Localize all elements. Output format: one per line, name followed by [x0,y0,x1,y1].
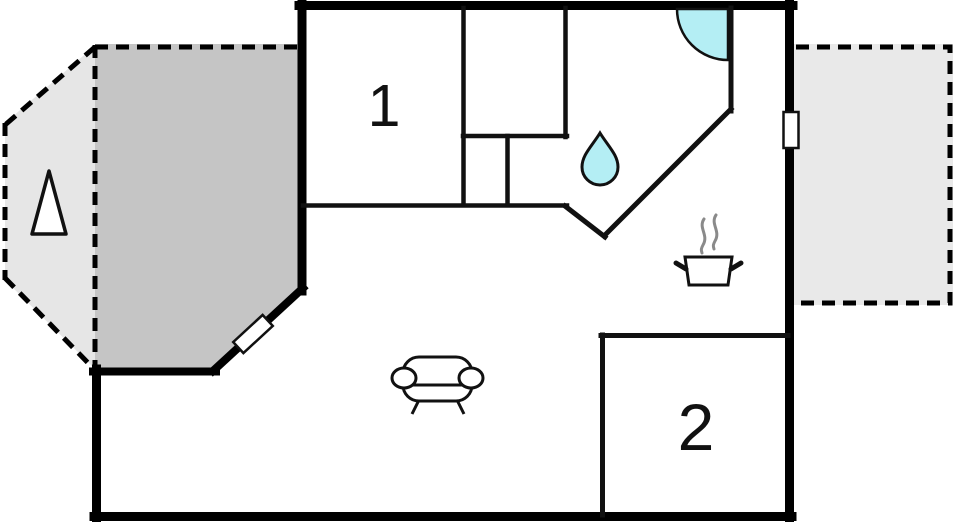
left-terrace-dashed-border [2,44,300,372]
dashed-edge-lower-diagonal [3,276,97,372]
steam-wave-left [699,217,707,255]
door-marker-diagonal [231,313,275,355]
room-1-label: 1 [368,73,401,139]
interior-walls [300,5,791,518]
cooking-pot-icon [683,255,734,287]
sofa-armrest-right [457,366,485,390]
right-terrace-dashed-border [794,44,953,306]
pot-handle-right [728,260,744,272]
sofa-icon [390,355,485,415]
pot-handle-left [673,260,689,272]
water-drop-icon [580,130,620,187]
room-2-label: 2 [678,390,715,464]
tree-icon [30,169,68,236]
steam-icon [699,213,719,255]
left-terrace-dark-area [95,44,306,374]
sofa-armrest-left [390,366,418,390]
wall-bathroom-diagonal-left [561,202,609,241]
stove-group [673,213,744,287]
dashed-edge-right-terrace [794,44,953,306]
shower-door-icon [675,7,730,62]
pot-handles [673,260,744,272]
steam-wave-right [711,213,719,251]
door-marker-right [782,110,800,150]
wall-bathroom-diagonal-right [600,105,735,240]
right-terrace-area [790,44,953,305]
